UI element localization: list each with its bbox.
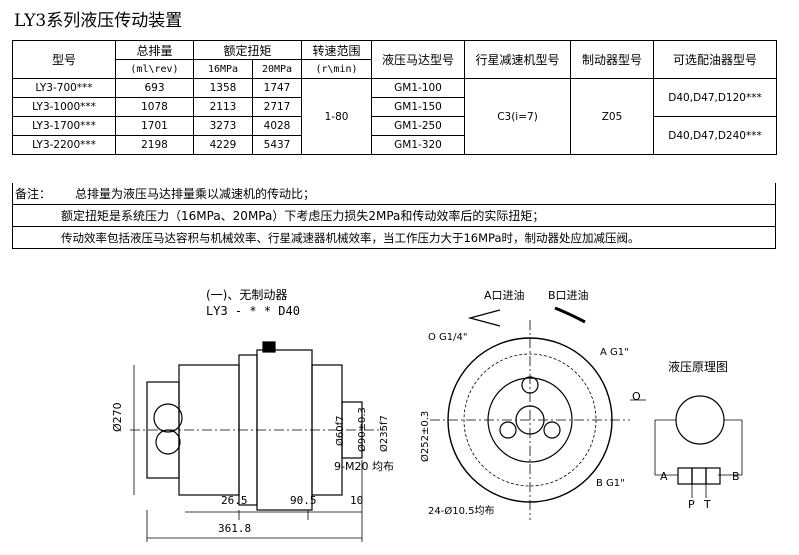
port-o-label: O G1/4" [428, 332, 468, 343]
header-reducer: 行星减速机型号 [464, 40, 572, 79]
header-torque-16: 16MPa [193, 59, 253, 79]
schematic-a-label: A [660, 470, 668, 483]
dim-252: Ø252±0.3 [420, 410, 431, 462]
port-circle-1 [153, 403, 183, 433]
valve-block-3 [705, 467, 721, 485]
port-a-label: A G1" [600, 347, 629, 358]
drawing-subtitle: (一)、无制动器 [206, 288, 288, 302]
header-motor: 液压马达型号 [371, 40, 466, 79]
header-model: 型号 [12, 40, 116, 79]
notes: 备注： 总排量为液压马达排量乘以减速机的传动比； 额定扭矩是系统压力（16MPa… [12, 183, 776, 249]
header-displacement-unit: (ml\rev) [115, 59, 194, 79]
dim-60: Ø60f7 [335, 415, 346, 446]
schematic-motor-circle [675, 395, 725, 445]
dim-361: 361.8 [218, 522, 252, 535]
table-row: LY3-1700*** 1701 3273 4028 GM1-250 D40,D… [12, 116, 778, 155]
cell-displacement: 1701 [115, 116, 194, 136]
valve-block-2 [691, 467, 707, 485]
table-row: LY3-2200*** 2198 4229 5437 GM1-320 [12, 135, 777, 155]
cell-model: LY3-1000*** [12, 97, 116, 117]
schematic-b-label: B [732, 470, 740, 483]
note-line-2: 额定扭矩是系统压力（16MPa、20MPa）下考虑压力损失2MPa和传动效率后的… [61, 209, 545, 223]
schematic-title: 液压原理图 [668, 360, 729, 374]
port-b-in-label: B口进油 [548, 289, 589, 302]
dim-90: Ø90±0.3 [357, 407, 368, 452]
dim-90b: 90.5 [290, 494, 317, 507]
table-row: LY3-1000*** 1078 2113 2717 GM1-150 [12, 97, 777, 117]
cell-torque-20: 2717 [251, 97, 303, 117]
spec-table: 型号 总排量 额定扭矩 转速范围 液压马达型号 行星减速机型号 制动器型号 可选… [12, 40, 778, 155]
cell-torque-16: 2113 [193, 97, 253, 117]
cell-torque-16: 4229 [193, 135, 253, 155]
cell-torque-20: 1747 [251, 78, 303, 98]
cell-motor: GM1-250 [371, 116, 466, 136]
dim-10: 10 [350, 494, 364, 507]
note-line-3: 传动效率包括液压马达容积与机械效率、行星减速器机械效率，当工作压力大于16MPa… [61, 230, 640, 245]
port-b-label: B G1" [596, 478, 625, 489]
header-brake: 制动器型号 [570, 40, 655, 79]
cell-displacement: 1078 [115, 97, 194, 117]
note-row-3: 传动效率包括液压马达容积与机械效率、行星减速器机械效率，当工作压力大于16MPa… [12, 227, 776, 249]
valve-block-1 [677, 467, 693, 485]
cell-reducer: C3(i=7) [464, 78, 572, 155]
drawing-model: LY3 - * * D40 [206, 304, 300, 318]
cell-displacement: 693 [115, 78, 194, 98]
header-displacement: 总排量 [115, 40, 194, 60]
cell-brake: Z05 [570, 78, 655, 155]
cell-motor: GM1-320 [371, 135, 466, 155]
cell-valve-2: D40,D47,D240*** [653, 116, 778, 155]
note-row-1: 备注： 总排量为液压马达排量乘以减速机的传动比； [12, 183, 776, 205]
note-row-2: 额定扭矩是系统压力（16MPa、20MPa）下考虑压力损失2MPa和传动效率后的… [12, 205, 776, 227]
page-title: LY3系列液压传动装置 [14, 11, 183, 31]
cell-motor: GM1-100 [371, 78, 466, 98]
table-row: LY3-700*** 693 1358 1747 1-80 GM1-100 C3… [12, 78, 778, 155]
dim-26: 26.5 [221, 494, 248, 507]
cell-valve-1: D40,D47,D120*** [653, 78, 778, 117]
schematic-p-label: P [688, 498, 695, 511]
cell-displacement: 2198 [115, 135, 194, 155]
port-circle-2 [155, 429, 181, 455]
technical-drawing [130, 306, 743, 542]
cell-torque-20: 4028 [251, 116, 303, 136]
header-torque-20: 20MPa [251, 59, 303, 79]
cell-model: LY3-700*** [12, 78, 116, 98]
header-speed-unit: (r\min) [301, 59, 373, 79]
cell-motor: GM1-150 [371, 97, 466, 117]
cell-torque-16: 1358 [193, 78, 253, 98]
cell-model: LY3-1700*** [12, 116, 116, 136]
cell-torque-16: 3273 [193, 116, 253, 136]
schematic-o-label: O [632, 390, 641, 403]
bolts-label: 9-M20 均布 [334, 460, 394, 473]
schematic-t-label: T [704, 498, 711, 511]
dim-235: Ø235f7 [379, 415, 390, 452]
header-valve: 可选配油器型号 [653, 40, 778, 79]
header-speed: 转速范围 [301, 40, 373, 60]
notes-label: 备注： [15, 187, 52, 201]
note-line-1: 总排量为液压马达排量乘以减速机的传动比； [75, 187, 316, 201]
top-plug [262, 341, 276, 353]
cell-torque-20: 5437 [251, 135, 303, 155]
holes-label: 24-Ø10.5均布 [428, 506, 495, 517]
header-torque: 额定扭矩 [192, 40, 303, 60]
dim-270: Ø270 [111, 402, 124, 432]
port-a-in-label: A口进油 [484, 289, 525, 302]
cell-model: LY3-2200*** [12, 135, 116, 155]
cell-speed: 1-80 [301, 78, 373, 155]
